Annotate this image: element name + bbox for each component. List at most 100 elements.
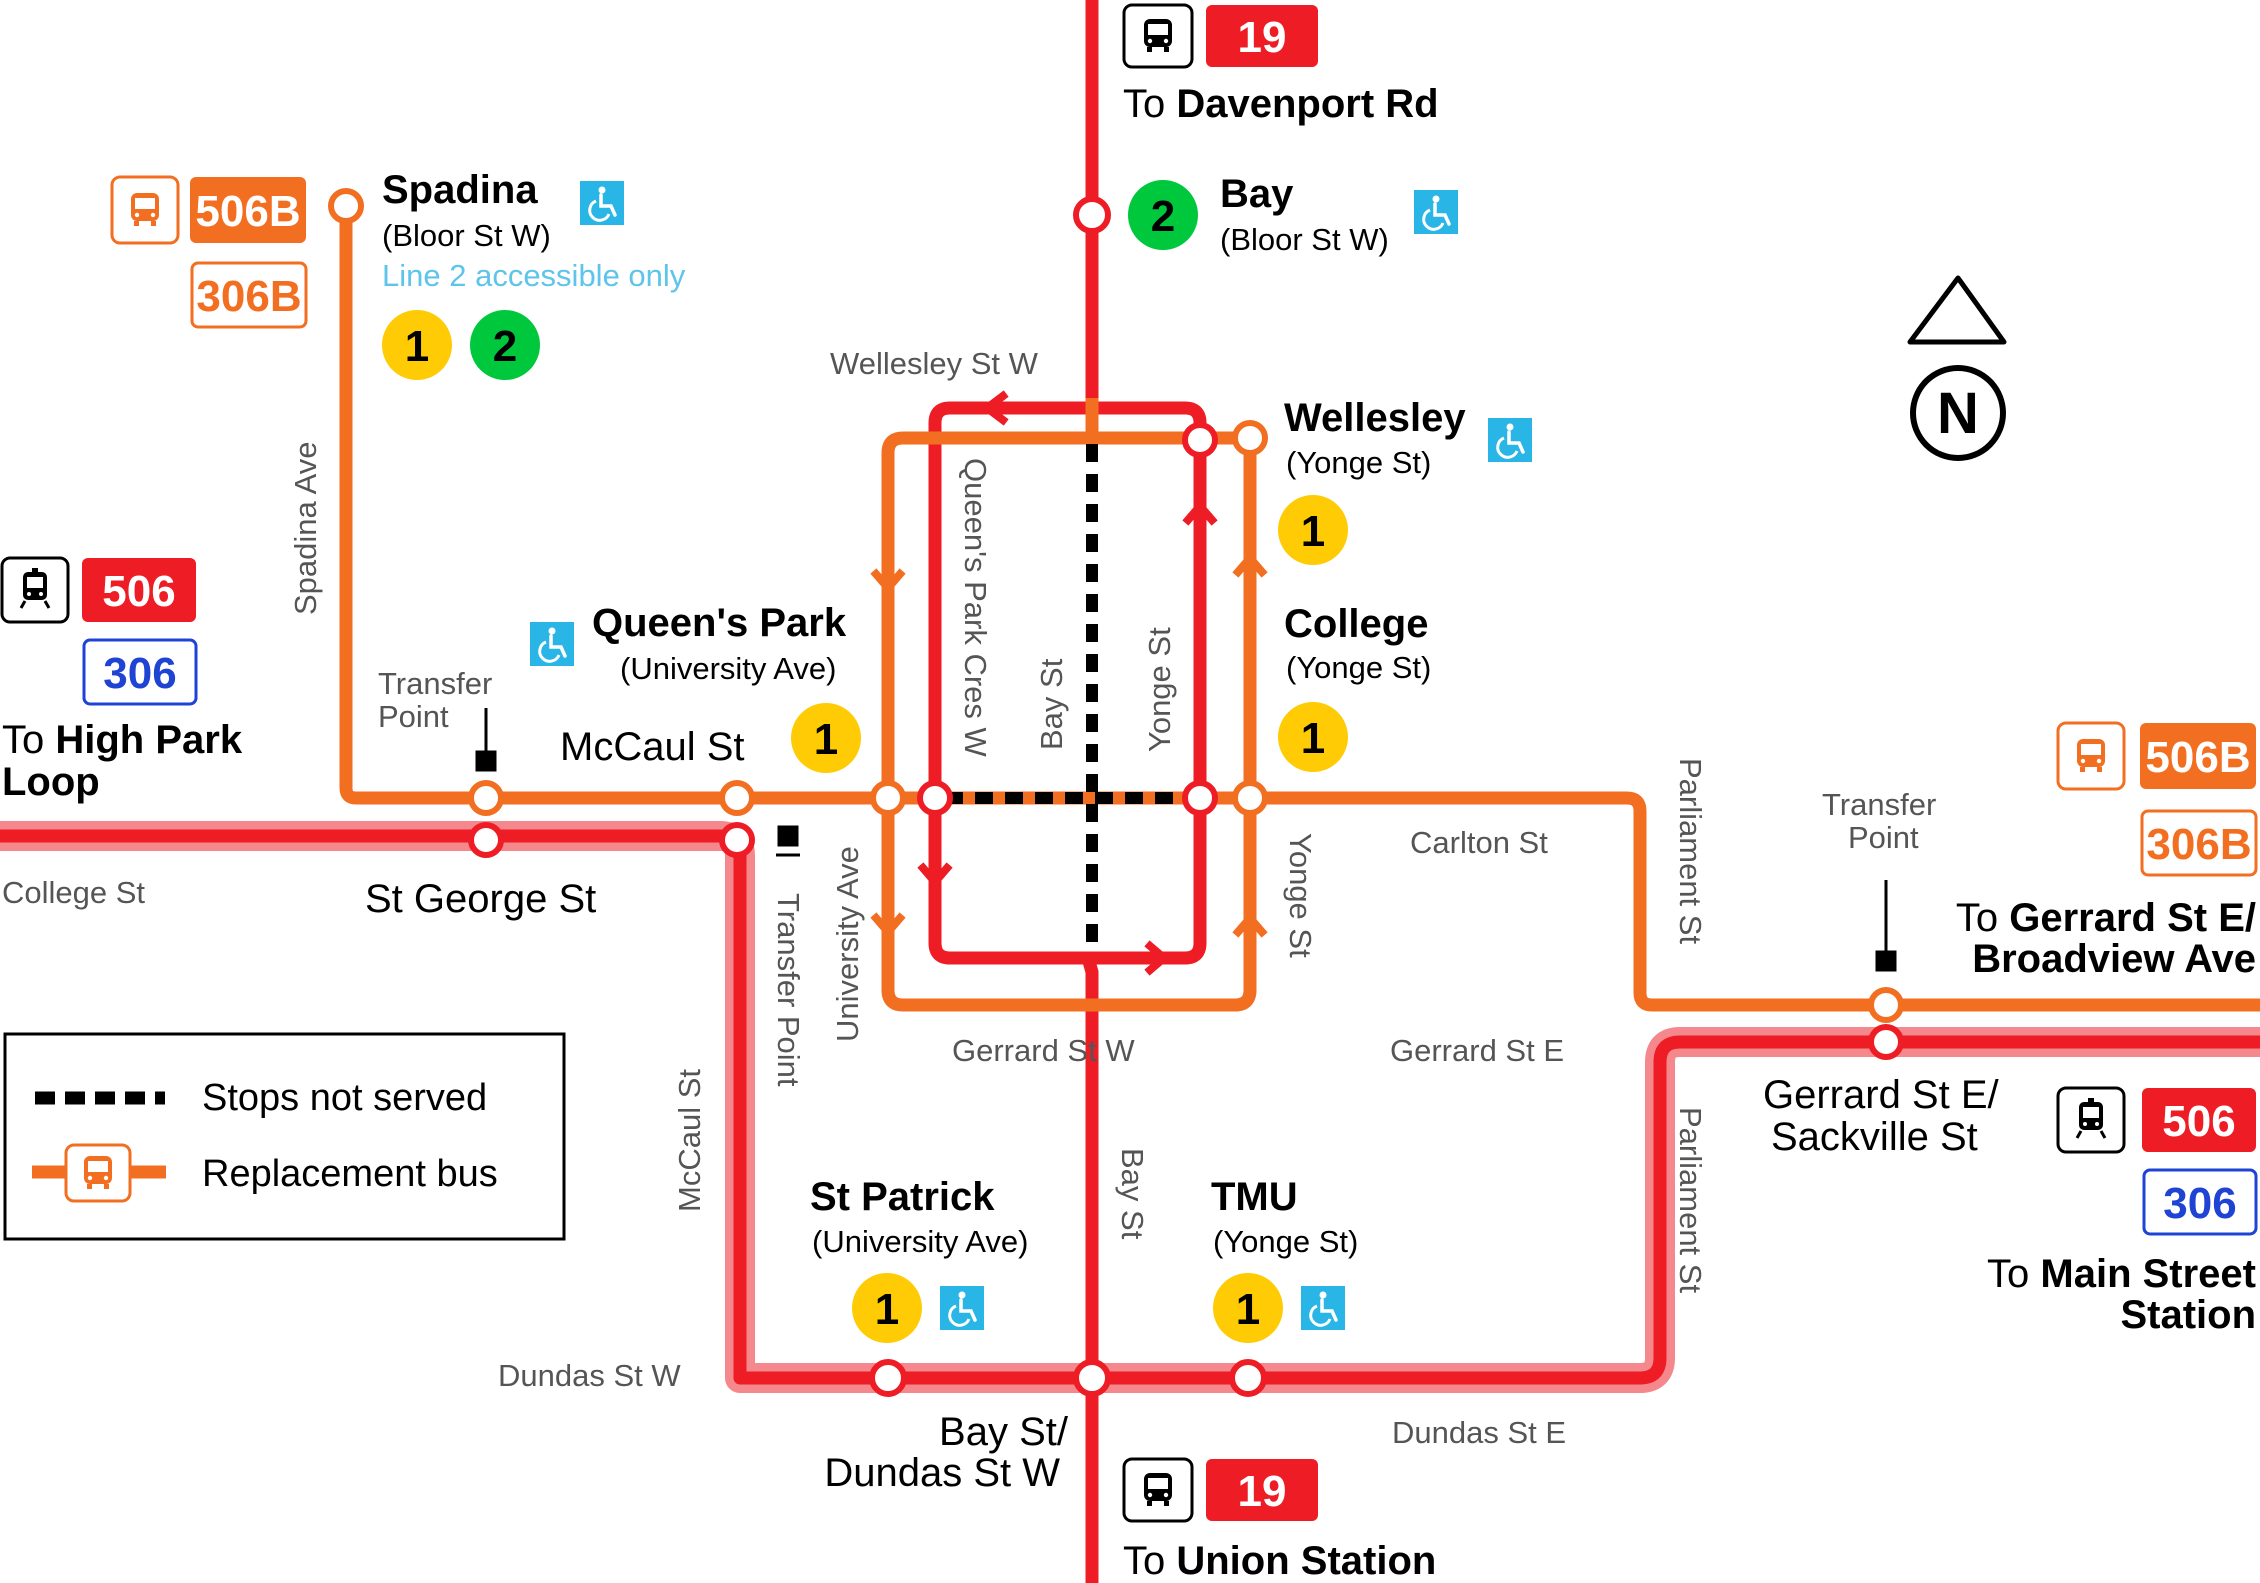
stop-mccaul-label: McCaul St xyxy=(560,725,745,769)
line2-badge xyxy=(470,310,540,380)
route-506-west: 506 306 To High Park Loop xyxy=(0,556,243,804)
accessible-icon xyxy=(1299,1284,1347,1332)
station-queens-park: Queen's Park (University Ave) 1 xyxy=(528,601,861,773)
transfer-label-west-1: Transfer xyxy=(378,666,492,701)
street-college: College St xyxy=(2,875,145,910)
street-carlton: Carlton St xyxy=(1410,825,1548,860)
svg-text:306: 306 xyxy=(103,649,176,698)
svg-text:506B: 506B xyxy=(195,187,300,236)
accessible-icon xyxy=(528,620,576,668)
stop-mccaul-car xyxy=(719,822,755,858)
street-yonge-st-upper: Yonge St xyxy=(1142,627,1177,752)
legend-stops-not-served: Stops not served xyxy=(202,1077,487,1119)
svg-text:19: 19 xyxy=(1238,1467,1287,1516)
station-st-patrick-name: St Patrick xyxy=(810,1175,995,1219)
street-parliament-lower: Parliament St xyxy=(1673,1107,1708,1293)
dest-west-prefix: To xyxy=(2,718,55,762)
stop-queens-park-car xyxy=(917,780,953,816)
street-queens-park-cres: Queen's Park Cres W xyxy=(958,458,993,758)
north-label: N xyxy=(1937,381,1979,446)
line1-badge xyxy=(852,1273,922,1343)
accessible-icon xyxy=(938,1284,986,1332)
station-bay-sub: (Bloor St W) xyxy=(1220,222,1389,257)
transfer-label-west-2: Point xyxy=(378,699,449,734)
stops-not-served-dashes xyxy=(945,444,1190,952)
svg-text:306: 306 xyxy=(2163,1179,2236,1228)
svg-text:506: 506 xyxy=(2162,1097,2235,1146)
station-bay: 2 Bay (Bloor St W) xyxy=(1128,172,1460,257)
accessible-icon xyxy=(578,179,626,227)
stop-st-patrick xyxy=(869,1359,907,1397)
station-queens-park-sub: (University Ave) xyxy=(620,651,837,686)
stop-gerrard-sackville-car xyxy=(1868,1024,1904,1060)
stop-bay-bloor xyxy=(1073,196,1111,234)
stop-bay-dundas xyxy=(1073,1359,1111,1397)
svg-text:To Union Station: To Union Station xyxy=(1123,1539,1436,1583)
svg-text:306B: 306B xyxy=(196,272,301,321)
route-506-east: 506 306 To Main Street Station xyxy=(1987,1086,2258,1337)
station-queens-park-name: Queen's Park xyxy=(592,601,847,645)
stop-college-bus xyxy=(1232,780,1268,816)
transfer-label-east-1: Transfer xyxy=(1822,787,1936,822)
svg-text:1: 1 xyxy=(875,1285,899,1334)
stop-mccaul-bus xyxy=(719,780,755,816)
stop-st-george-bus xyxy=(468,780,504,816)
transfer-label-vertical: Transfer Point xyxy=(771,893,806,1087)
transfer-markers xyxy=(475,708,1897,972)
svg-text:To High Park: To High Park xyxy=(2,718,243,762)
dest-south-prefix: To xyxy=(1123,1539,1176,1583)
stop-markers xyxy=(328,188,1904,1397)
route-19-north: 19 To Davenport Rd xyxy=(1122,3,1439,126)
legend-box xyxy=(3,1032,566,1241)
dest-east-car-line2: Station xyxy=(2120,1293,2256,1337)
svg-text:506B: 506B xyxy=(2145,733,2250,782)
stop-wellesley-orange xyxy=(1232,420,1268,456)
svg-text:19: 19 xyxy=(1238,13,1287,62)
dest-east-bus-prefix: To xyxy=(1956,896,2009,940)
legend-replacement-bus: Replacement bus xyxy=(202,1153,498,1195)
stop-tmu xyxy=(1229,1359,1267,1397)
accessible-icon xyxy=(1486,416,1534,464)
street-dundas-w: Dundas St W xyxy=(498,1358,681,1393)
dest-east-car-prefix: To xyxy=(1987,1252,2040,1296)
dest-east-car-name: Main Street xyxy=(2040,1252,2256,1296)
street-gerrard-e: Gerrard St E xyxy=(1390,1033,1564,1068)
route-506b-east: 506B 306B To Gerrard St E/ Broadview Ave xyxy=(1956,721,2258,981)
route-badge-19 xyxy=(1206,1459,1318,1521)
svg-text:1: 1 xyxy=(1301,507,1325,556)
dest-east-bus-name: Gerrard St E/ xyxy=(2009,896,2256,940)
stop-gerrard-sackville-bus xyxy=(1868,987,1904,1023)
svg-text:1: 1 xyxy=(1301,714,1325,763)
stop-labels: McCaul St St George St Bay St/ Dundas St… xyxy=(365,725,2000,1495)
svg-text:To Gerrard St E/: To Gerrard St E/ xyxy=(1956,896,2256,940)
direction-chevrons xyxy=(870,390,1268,976)
station-spadina-name: Spadina xyxy=(382,168,538,212)
transfer-label-east-2: Point xyxy=(1848,820,1919,855)
station-tmu-sub: (Yonge St) xyxy=(1213,1224,1358,1259)
stop-bay-dundas-label-2: Dundas St W xyxy=(824,1451,1060,1495)
stop-bay-dundas-label-1: Bay St/ xyxy=(939,1410,1069,1454)
street-wellesley-w: Wellesley St W xyxy=(830,346,1039,381)
dest-north-prefix: To xyxy=(1123,82,1176,126)
dest-south-name: Union Station xyxy=(1176,1539,1436,1583)
route-badge-19 xyxy=(1206,5,1318,67)
station-tmu-name: TMU xyxy=(1211,1175,1298,1219)
route-badge-506b xyxy=(190,177,306,243)
svg-text:To Main Street: To Main Street xyxy=(1987,1252,2256,1296)
dest-west-name-2: Loop xyxy=(2,760,100,804)
street-bay-st-lower: Bay St xyxy=(1115,1148,1150,1240)
dest-north-name: Davenport Rd xyxy=(1176,82,1438,126)
station-college-name: College xyxy=(1284,602,1428,646)
svg-text:2: 2 xyxy=(1151,192,1175,241)
street-spadina-ave: Spadina Ave xyxy=(288,441,323,615)
route-badge-306b xyxy=(190,261,308,329)
stop-wellesley-red xyxy=(1182,422,1218,458)
svg-text:2: 2 xyxy=(493,322,517,371)
station-wellesley-sub: (Yonge St) xyxy=(1286,445,1431,480)
svg-text:306B: 306B xyxy=(2146,820,2251,869)
svg-text:506: 506 xyxy=(102,567,175,616)
station-spadina: Spadina (Bloor St W) Line 2 accessible o… xyxy=(382,168,686,380)
station-spadina-note: Line 2 accessible only xyxy=(382,258,686,293)
svg-text:1: 1 xyxy=(405,322,429,371)
route-badge-506b xyxy=(2140,723,2256,789)
